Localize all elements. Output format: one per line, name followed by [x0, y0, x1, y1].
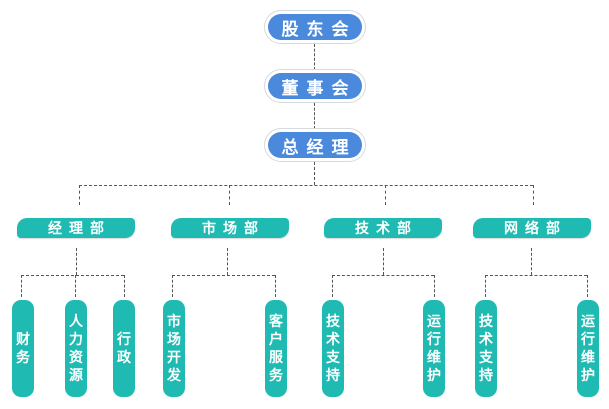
connector-dept-1-child-3 [124, 275, 125, 297]
node-board-label: 董事会 [268, 73, 362, 99]
node-dept-marketing: 市场部 [171, 218, 289, 238]
connector-shareholders-board [314, 44, 315, 70]
node-ceo: 总经理 [264, 128, 366, 162]
connector-dept-2-child-2 [275, 275, 276, 297]
node-shareholders: 股东会 [264, 10, 366, 44]
node-dept-network: 网络部 [473, 218, 591, 238]
connector-dept-1-bus [21, 275, 124, 276]
connector-dept-2-down [227, 248, 228, 275]
node-network-operations-maintenance: 运行维护 [577, 300, 599, 397]
node-board: 董事会 [264, 69, 366, 103]
connector-dept-2-child-1 [172, 275, 173, 297]
connector-dept-4-bus [485, 275, 587, 276]
connector-dept-4-child-2 [587, 275, 588, 297]
node-dept-management: 经理部 [17, 218, 135, 238]
node-market-development: 市场开发 [163, 300, 185, 397]
connector-dept-1-down [76, 248, 77, 275]
connector-dept-1 [79, 185, 80, 205]
connector-ceo-departments [314, 162, 315, 185]
node-shareholders-label: 股东会 [268, 14, 362, 40]
connector-dept-3 [385, 185, 386, 205]
connector-dept-4-down [531, 248, 532, 275]
connector-dept-4-child-1 [485, 275, 486, 297]
connector-dept-2-bus [172, 275, 275, 276]
node-customer-service: 客户服务 [265, 300, 287, 397]
connector-dept-2 [229, 185, 230, 205]
node-administration: 行政 [113, 300, 135, 397]
node-human-resources: 人力资源 [65, 300, 87, 397]
node-operations-maintenance: 运行维护 [423, 300, 445, 397]
node-dept-technology: 技术部 [324, 218, 442, 238]
connector-board-ceo [314, 103, 315, 129]
connector-dept-3-child-2 [434, 275, 435, 297]
connector-dept-1-child-2 [75, 275, 76, 297]
node-network-tech-support: 技术支持 [475, 300, 497, 397]
connector-dept-4 [533, 185, 534, 205]
connector-dept-3-child-1 [332, 275, 333, 297]
node-ceo-label: 总经理 [268, 132, 362, 158]
node-tech-support: 技术支持 [322, 300, 344, 397]
connector-dept-1-child-1 [21, 275, 22, 297]
node-finance: 财务 [12, 300, 34, 397]
connector-dept-3-down [383, 248, 384, 275]
connector-dept-3-bus [332, 275, 434, 276]
connector-departments-bus [79, 185, 533, 186]
